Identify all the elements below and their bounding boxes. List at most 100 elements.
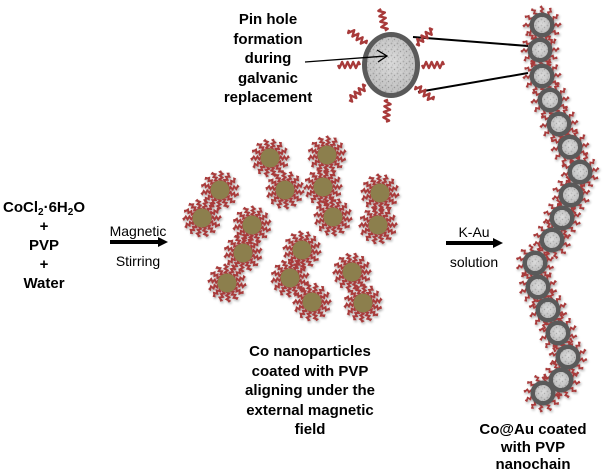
pvp-chain bbox=[361, 192, 373, 202]
pvp-chain bbox=[386, 191, 400, 199]
co-core bbox=[192, 208, 212, 228]
connector-line-top bbox=[412, 36, 529, 47]
pvp-chain bbox=[339, 276, 348, 289]
pvp-chain bbox=[363, 181, 375, 190]
nanochain-bead bbox=[545, 320, 571, 346]
pvp-chain bbox=[317, 136, 327, 149]
pvp-chain bbox=[269, 138, 277, 152]
caption-line: nanochain bbox=[495, 456, 571, 473]
co-core bbox=[280, 268, 300, 288]
pvp-chain bbox=[200, 188, 213, 196]
pvp-chain bbox=[321, 194, 331, 207]
pvp-chain bbox=[381, 199, 392, 210]
caption-line: Co nanoparticles bbox=[249, 343, 371, 360]
pvp-chain bbox=[297, 272, 310, 280]
pvp-chain bbox=[310, 192, 319, 204]
pvp-chain bbox=[343, 300, 356, 309]
co-core bbox=[210, 180, 230, 200]
pvp-chain bbox=[313, 211, 327, 219]
pvp-chain bbox=[270, 193, 280, 205]
pvp-chain bbox=[348, 83, 367, 103]
pvp-chain bbox=[223, 245, 237, 253]
pvp-chain bbox=[308, 248, 322, 256]
pvp-chain bbox=[201, 198, 209, 212]
co-core bbox=[242, 215, 262, 235]
pvp-chain bbox=[274, 141, 283, 154]
pvp-chain bbox=[369, 303, 383, 312]
pvp-chain bbox=[195, 224, 203, 238]
co-core bbox=[370, 183, 390, 203]
co-nanoparticle bbox=[343, 283, 383, 323]
pvp-chain bbox=[290, 193, 302, 202]
pvp-chain bbox=[251, 148, 264, 157]
pvp-chain bbox=[350, 279, 359, 292]
pvp-chain bbox=[375, 173, 383, 186]
pvp-chain bbox=[329, 137, 338, 150]
pvp-chain bbox=[329, 188, 342, 197]
hollow-nanoparticle-inset bbox=[336, 8, 446, 123]
pvp-chain bbox=[385, 221, 398, 229]
co-nanoparticle bbox=[360, 173, 400, 213]
co-nanoparticle bbox=[250, 138, 290, 178]
co-core bbox=[217, 273, 237, 293]
co-nanoparticle bbox=[358, 205, 398, 245]
pvp-chain bbox=[217, 289, 227, 302]
pvp-chain bbox=[265, 184, 279, 192]
pvp-chain bbox=[296, 265, 307, 276]
pvp-chain bbox=[358, 310, 366, 323]
pvp-chain bbox=[250, 154, 263, 162]
co-nanoparticle bbox=[232, 205, 272, 245]
caption-line: Co@Au coated bbox=[479, 421, 587, 438]
pvp-chain bbox=[252, 231, 262, 244]
pvp-chain bbox=[227, 184, 240, 192]
pvp-chain bbox=[212, 286, 222, 298]
pvp-chain bbox=[294, 291, 306, 301]
pvp-chain bbox=[282, 197, 290, 210]
nanochain-bead bbox=[535, 297, 561, 323]
pvp-chain bbox=[263, 164, 271, 178]
co-nanoparticle bbox=[223, 233, 263, 273]
pvp-chain bbox=[280, 170, 288, 183]
callout-line: replacement bbox=[223, 89, 313, 106]
pvp-chain bbox=[370, 297, 383, 306]
pvp-chain bbox=[310, 309, 320, 322]
connector-line-bottom bbox=[417, 72, 529, 93]
pvp-chain bbox=[220, 196, 230, 209]
pvp-chain bbox=[226, 255, 237, 266]
pvp-chain bbox=[217, 170, 225, 183]
pvp-chain bbox=[262, 138, 272, 151]
pvp-chain bbox=[304, 308, 313, 322]
aligned-particles-caption: Co nanoparticles coated with PVP alignin… bbox=[230, 342, 390, 440]
pvp-chain bbox=[351, 308, 361, 321]
pvp-chain bbox=[297, 230, 305, 243]
callout-line: formation bbox=[233, 30, 303, 48]
pvp-chain bbox=[276, 159, 289, 168]
co-nanoparticle bbox=[292, 282, 332, 322]
pvp-chain bbox=[303, 183, 316, 191]
pvp-chain bbox=[257, 162, 266, 175]
pvp-chain bbox=[242, 206, 252, 219]
pvp-chain bbox=[215, 265, 226, 277]
pvp-chain bbox=[285, 171, 295, 184]
pvp-chain bbox=[305, 187, 317, 198]
pvp-chain bbox=[414, 85, 435, 101]
nanochain-bead bbox=[567, 159, 593, 185]
pvp-chain bbox=[223, 251, 236, 259]
pvp-chain bbox=[365, 230, 374, 241]
pvp-chain bbox=[382, 209, 391, 220]
pvp-chain bbox=[276, 147, 288, 158]
pvp-chain bbox=[259, 219, 272, 227]
pvp-chain bbox=[318, 220, 328, 232]
pvp-chain bbox=[340, 208, 352, 218]
pvp-chain bbox=[280, 259, 290, 272]
pvp-chain bbox=[194, 198, 204, 211]
pvp-chain bbox=[385, 196, 397, 205]
pvp-chain bbox=[182, 214, 195, 222]
pvp-chain bbox=[258, 225, 272, 233]
pvp-chain bbox=[420, 60, 446, 70]
pvp-chain bbox=[207, 277, 221, 285]
pvp-chain bbox=[330, 224, 338, 237]
pvp-chain bbox=[222, 263, 230, 276]
nanochain-bead bbox=[529, 12, 555, 38]
co-core bbox=[353, 293, 373, 313]
